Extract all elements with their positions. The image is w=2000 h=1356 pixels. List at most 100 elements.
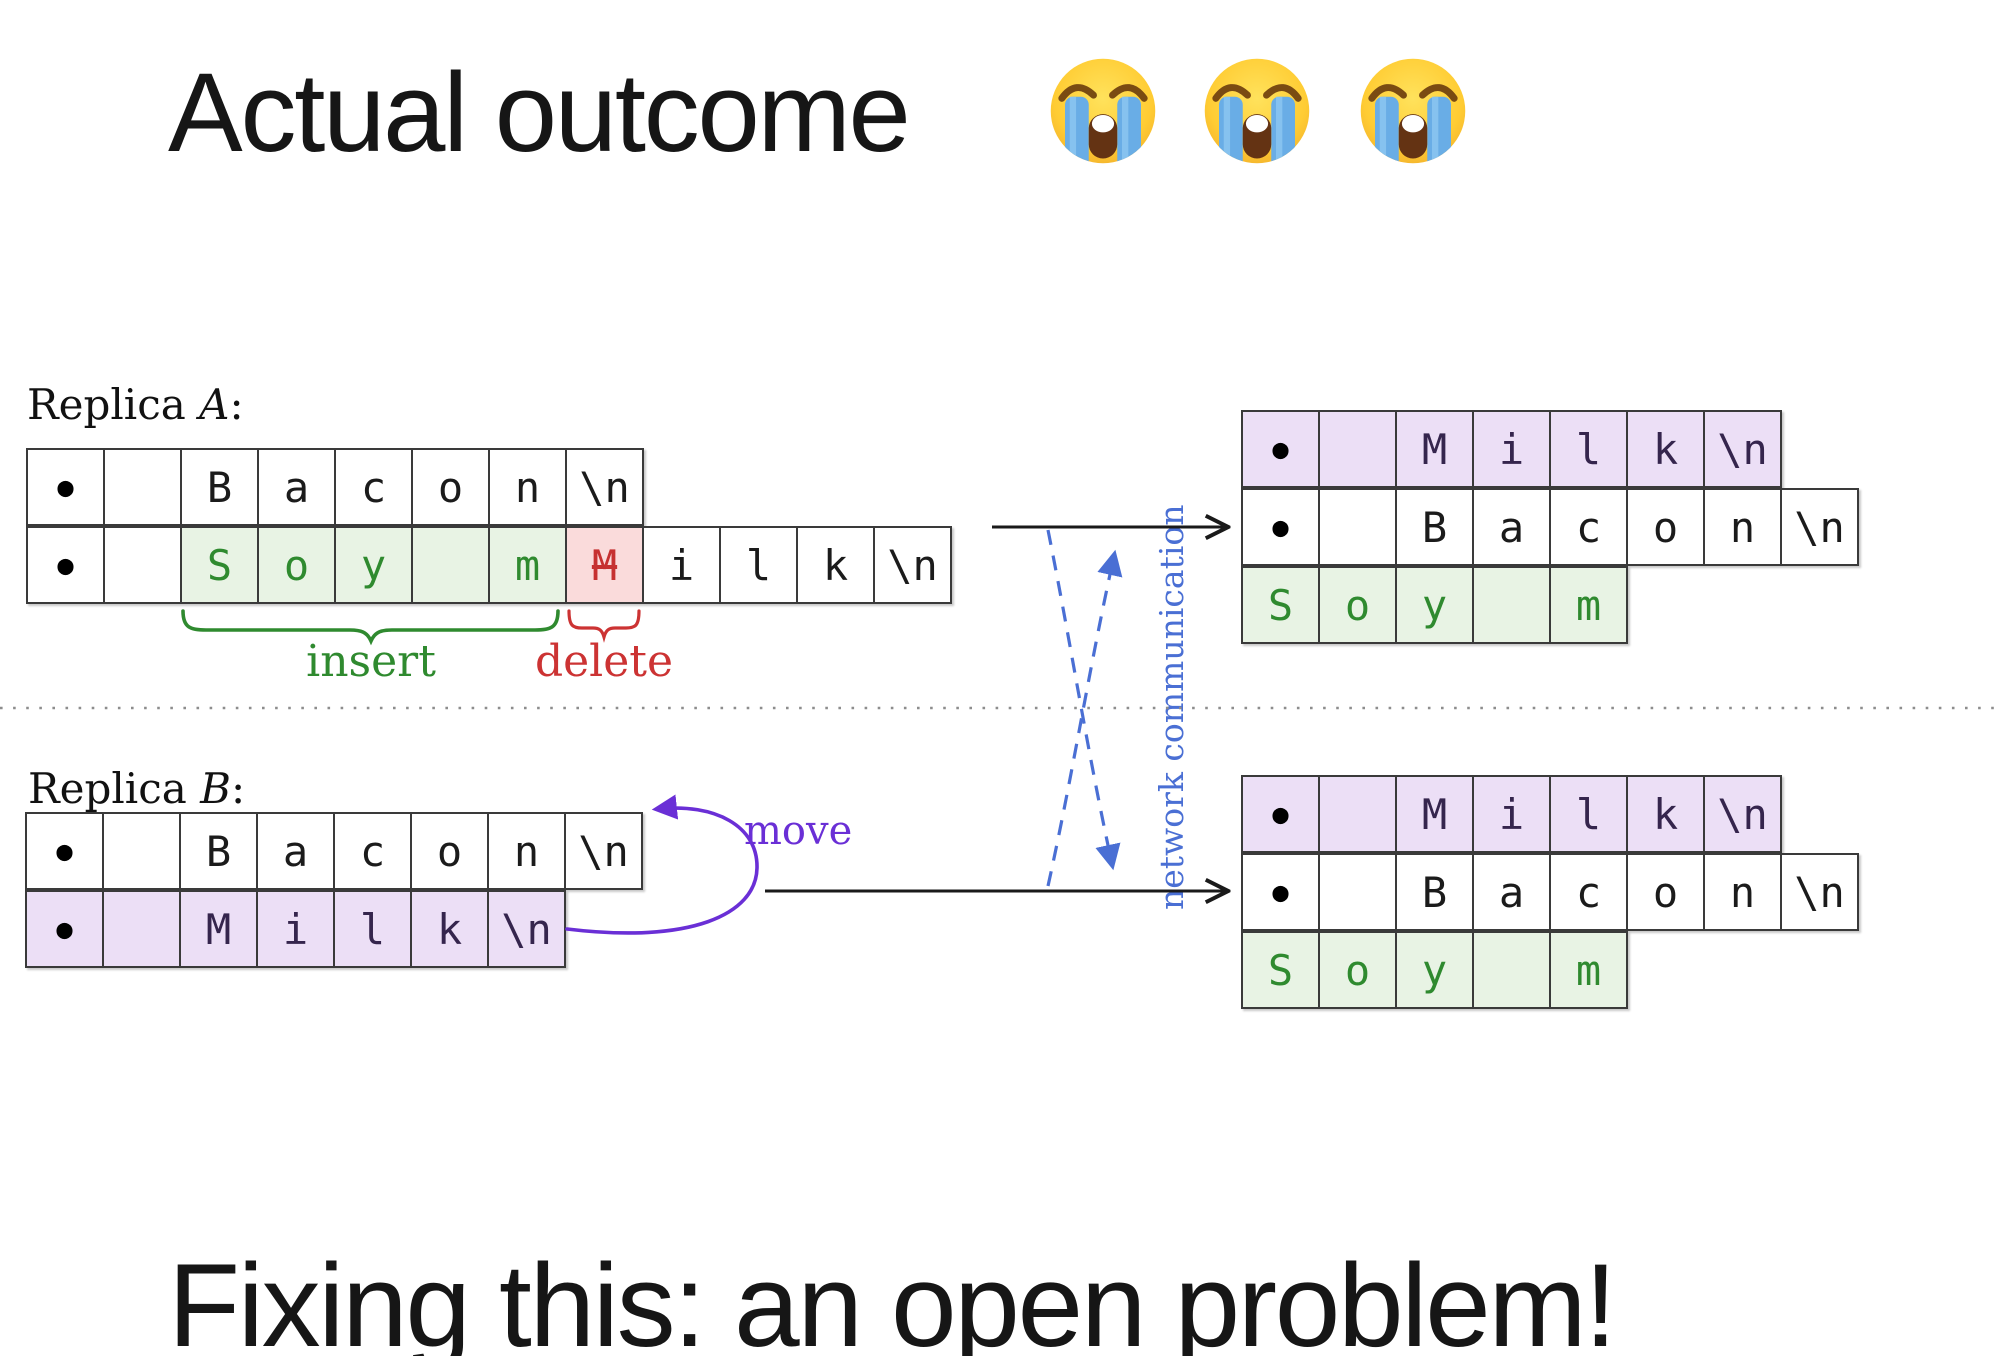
grid-cell: i bbox=[1474, 412, 1551, 486]
grid-cell: l bbox=[335, 892, 412, 966]
grid-cell: ● bbox=[1243, 855, 1320, 929]
grid-cell: c bbox=[335, 814, 412, 888]
grid-cell: \n bbox=[875, 528, 950, 602]
grid-cell: a bbox=[258, 814, 335, 888]
grid-cell: o bbox=[1320, 568, 1397, 642]
move-label: move bbox=[744, 808, 853, 854]
replica-a-colon: : bbox=[229, 380, 244, 429]
grid-cell: \n bbox=[1705, 777, 1780, 851]
grid-cell: S bbox=[182, 528, 259, 602]
grid-cell bbox=[1320, 490, 1397, 564]
delete-brace bbox=[567, 609, 641, 643]
replica-a-label: Replica A: bbox=[27, 380, 244, 429]
crying-emoji-icon bbox=[1200, 54, 1314, 168]
crying-emoji-icon bbox=[1356, 54, 1470, 168]
grid-cell: ● bbox=[27, 892, 104, 966]
grid-cell: k bbox=[1628, 412, 1705, 486]
grid-cell: i bbox=[644, 528, 721, 602]
grid-cell: B bbox=[181, 814, 258, 888]
grid-cell: ● bbox=[27, 814, 104, 888]
network-arrow-up bbox=[1046, 549, 1123, 887]
grid-cell: ● bbox=[1243, 490, 1320, 564]
grid-cell: S bbox=[1243, 568, 1320, 642]
grid-cell bbox=[1320, 855, 1397, 929]
grid-cell: o bbox=[1320, 933, 1397, 1007]
grid-cell: o bbox=[412, 814, 489, 888]
grid-cell: a bbox=[1474, 490, 1551, 564]
grid-cell: \n bbox=[1782, 490, 1857, 564]
replica-a-name: A bbox=[199, 380, 230, 429]
grid-cell: B bbox=[1397, 855, 1474, 929]
replica-a-prefix: Replica bbox=[27, 380, 200, 429]
grid-cell bbox=[1320, 412, 1397, 486]
grid-cell: o bbox=[1628, 490, 1705, 564]
grid-cell: m bbox=[490, 528, 567, 602]
grid-cell: n bbox=[1705, 855, 1782, 929]
grid-cell: n bbox=[489, 814, 566, 888]
grid-cell: M bbox=[1397, 412, 1474, 486]
grid-cell bbox=[413, 528, 490, 602]
grid-cell: i bbox=[258, 892, 335, 966]
grid-cell: M bbox=[1397, 777, 1474, 851]
replica-b-prefix: Replica bbox=[28, 764, 201, 813]
grid-cell: y bbox=[1397, 568, 1474, 642]
network-arrow-down bbox=[1046, 529, 1121, 871]
grid-cell: ● bbox=[28, 528, 105, 602]
grid-cell: \n bbox=[489, 892, 564, 966]
grid-cell: o bbox=[413, 450, 490, 524]
grid-cell: \n bbox=[567, 450, 642, 524]
grid-cell: m bbox=[1551, 933, 1626, 1007]
grid-cell: y bbox=[1397, 933, 1474, 1007]
grid-cell: a bbox=[259, 450, 336, 524]
grid-cell: l bbox=[1551, 777, 1628, 851]
grid-cell: B bbox=[182, 450, 259, 524]
replica-b-name: B bbox=[200, 764, 232, 813]
grid-cell: l bbox=[1551, 412, 1628, 486]
grid-cell: c bbox=[336, 450, 413, 524]
grid-cell: c bbox=[1551, 855, 1628, 929]
grid-cell: k bbox=[412, 892, 489, 966]
grid-cell: ● bbox=[1243, 777, 1320, 851]
grid-cell bbox=[105, 450, 182, 524]
replica-b-colon: : bbox=[231, 764, 246, 813]
grid-cell: m bbox=[1551, 568, 1626, 642]
grid-cell: n bbox=[1705, 490, 1782, 564]
grid-cell: k bbox=[1628, 777, 1705, 851]
footer-title: Fixing this: an open problem! bbox=[168, 1240, 1617, 1356]
insert-label: insert bbox=[306, 636, 436, 687]
grid-cell: S bbox=[1243, 933, 1320, 1007]
grid-cell: ● bbox=[1243, 412, 1320, 486]
grid-cell: \n bbox=[1705, 412, 1780, 486]
grid-cell bbox=[104, 892, 181, 966]
grid-cell: c bbox=[1551, 490, 1628, 564]
grid-cell bbox=[1474, 568, 1551, 642]
grid-cell bbox=[105, 528, 182, 602]
page-title: Actual outcome bbox=[168, 50, 911, 175]
grid-cell: \n bbox=[1782, 855, 1857, 929]
grid-cell: o bbox=[1628, 855, 1705, 929]
network-communication-label: network communication bbox=[1152, 504, 1191, 910]
grid-cell bbox=[1474, 933, 1551, 1007]
crying-emoji-icon bbox=[1046, 54, 1160, 168]
grid-cell: i bbox=[1474, 777, 1551, 851]
replica-b-label: Replica B: bbox=[28, 764, 245, 813]
grid-cell: k bbox=[798, 528, 875, 602]
grid-cell: B bbox=[1397, 490, 1474, 564]
grid-cell: ● bbox=[28, 450, 105, 524]
grid-cell: o bbox=[259, 528, 336, 602]
grid-cell: M bbox=[567, 528, 644, 602]
grid-cell: M bbox=[181, 892, 258, 966]
grid-cell: l bbox=[721, 528, 798, 602]
grid-cell bbox=[1320, 777, 1397, 851]
